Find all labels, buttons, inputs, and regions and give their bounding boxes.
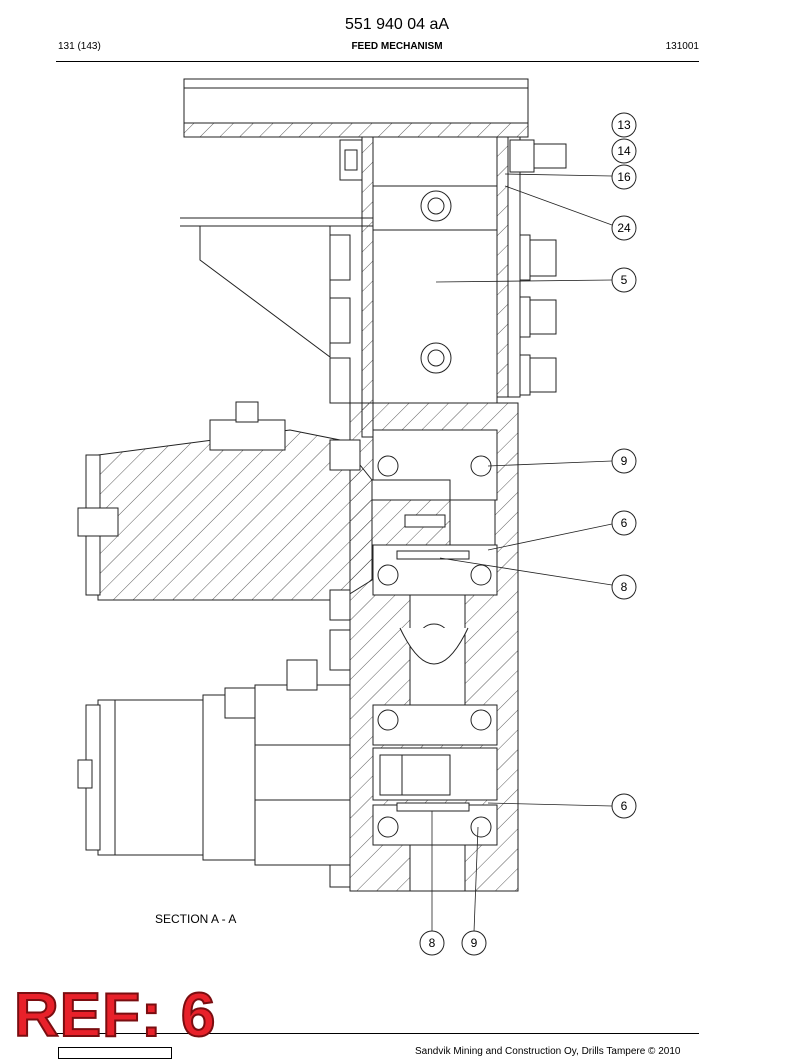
callout-label: 6 xyxy=(621,516,628,530)
ref-stamp: REF: 6 xyxy=(13,981,217,1050)
callout-8-upper xyxy=(611,574,637,600)
callout-label: 16 xyxy=(617,170,631,184)
callout-label: 9 xyxy=(471,936,478,950)
page-number: 131 (143) xyxy=(58,41,101,52)
drawing-code: 131001 xyxy=(665,41,699,52)
callout-6-lower xyxy=(611,793,637,819)
callout-16 xyxy=(611,164,637,190)
hydraulic-motor-lower xyxy=(97,699,204,856)
header-rule xyxy=(56,61,699,62)
callout-label: 13 xyxy=(617,118,631,132)
footer-rule xyxy=(56,1033,699,1034)
callout-9-upper xyxy=(611,448,637,474)
copyright-footer: Sandvik Mining and Construction Oy, Dril… xyxy=(415,1046,681,1057)
callout-label: 24 xyxy=(617,221,631,235)
callout-label: 6 xyxy=(621,799,628,813)
callout-label: 14 xyxy=(617,144,631,158)
callout-9-lower xyxy=(461,930,487,956)
callout-label: 9 xyxy=(621,454,628,468)
callout-14 xyxy=(611,138,637,164)
callout-8-lower xyxy=(419,930,445,956)
callout-6-upper xyxy=(611,510,637,536)
callout-label: 8 xyxy=(429,936,436,950)
page-title: FEED MECHANISM xyxy=(351,41,443,52)
callout-5 xyxy=(611,267,637,293)
hydraulic-motor-upper xyxy=(97,429,373,601)
document-number: 551 940 04 aA xyxy=(344,16,450,33)
callout-24 xyxy=(611,215,637,241)
callout-label: 8 xyxy=(621,580,628,594)
section-label: SECTION A - A xyxy=(155,912,237,926)
callout-13 xyxy=(611,112,637,138)
callout-label: 5 xyxy=(621,273,628,287)
callouts xyxy=(419,112,637,956)
